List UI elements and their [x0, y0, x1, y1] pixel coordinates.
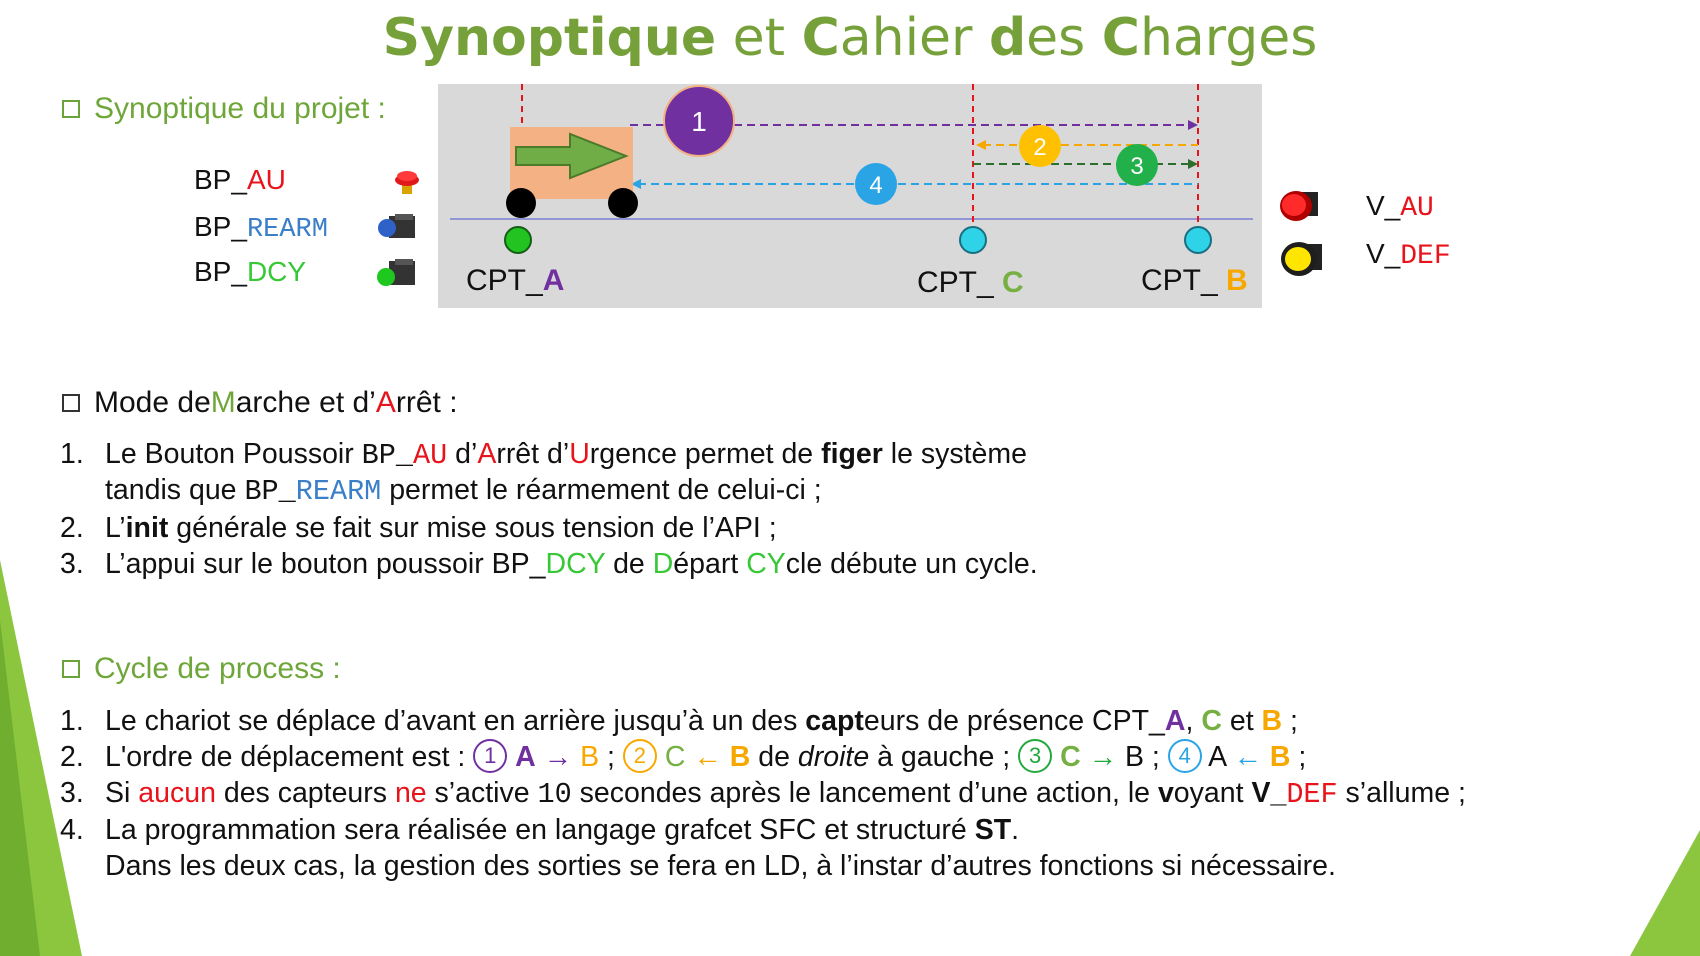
checkbox-bullet-icon — [62, 394, 80, 412]
step-4-label: 4 — [869, 172, 882, 199]
cycle-item-4: 4. La programmation sera réalisée en lan… — [60, 814, 1336, 882]
cycle-heading: Cycle de process : — [62, 652, 341, 686]
sensor-b-label: CPT_ B — [1141, 264, 1248, 297]
cycle-item-3: 3. Si aucun des capteurs ne s’active 10 … — [60, 777, 1466, 811]
button-bp-au-label: BP_AU — [194, 164, 286, 195]
mode-item-1: 1. Le Bouton Poussoir BP_AU d’Arrêt d’Ur… — [60, 438, 1027, 508]
step-2-circle-icon: 2 — [622, 739, 657, 774]
checkbox-bullet-icon — [62, 100, 80, 118]
cycle-list: 1. Le chariot se déplace d’avant en arri… — [60, 703, 1640, 893]
step-3-circle-icon: 3 — [1018, 739, 1053, 774]
sensor-a-label: CPT_A — [466, 264, 565, 297]
step-3-label: 3 — [1130, 153, 1143, 180]
step-4-badge — [855, 163, 897, 205]
step-1-circle-icon: 1 — [473, 739, 508, 774]
cart-wheel-left — [506, 188, 536, 218]
emergency-stop-button-icon — [395, 171, 419, 194]
green-pushbutton-icon — [377, 259, 415, 286]
step-2-badge — [1019, 125, 1061, 167]
blue-pushbutton-icon — [378, 214, 415, 238]
checkbox-bullet-icon — [62, 660, 80, 678]
decor-right-triangle — [1630, 830, 1700, 956]
sensor-b — [1184, 226, 1212, 254]
voyant-v-au-label: V_AU — [1366, 190, 1434, 224]
cycle-item-1: 1. Le chariot se déplace d’avant en arri… — [60, 705, 1298, 737]
step-2-label: 2 — [1033, 134, 1046, 161]
step-4-circle-icon: 4 — [1167, 739, 1202, 774]
cycle-item-2: 2. L'ordre de déplacement est : 1 A → B … — [60, 739, 1307, 774]
mode-list: 1. Le Bouton Poussoir BP_AU d’Arrêt d’Ur… — [60, 436, 1260, 586]
step-1-label: 1 — [691, 106, 707, 137]
step-1-badge — [663, 85, 735, 157]
sensor-c-label: CPT_ C — [917, 266, 1024, 299]
page-title: Synoptique et Cahier des Charges — [382, 8, 1318, 68]
decor-left-triangle — [0, 560, 82, 956]
mode-item-3: 3. L’appui sur le bouton poussoir BP_DCY… — [60, 548, 1038, 580]
cart-wheel-right — [608, 188, 638, 218]
voyant-v-def-label: V_DEF — [1366, 238, 1451, 272]
mode-item-2: 2. L’init générale se fait sur mise sous… — [60, 512, 777, 544]
synoptique-heading: Synoptique du projet : — [62, 92, 386, 126]
cart-direction-arrow — [515, 132, 629, 180]
synoptic-diagram: 1 2 3 4 — [438, 84, 1262, 308]
sensor-c — [959, 226, 987, 254]
sensor-a — [504, 226, 532, 254]
red-indicator-light-icon — [1280, 191, 1318, 221]
step-3-badge — [1116, 144, 1158, 186]
button-bp-dcy-label: BP_DCY — [194, 256, 307, 287]
button-bp-rearm-label: BP_REARM — [194, 211, 328, 245]
yellow-indicator-light-icon — [1281, 242, 1322, 276]
